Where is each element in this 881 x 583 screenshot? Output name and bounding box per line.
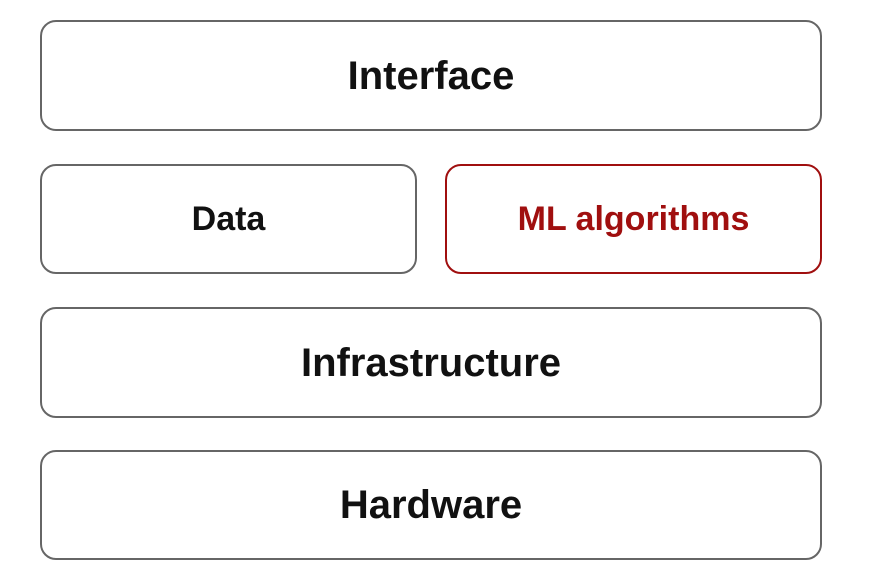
ml-algorithms-layer-label: ML algorithms: [517, 200, 750, 238]
hardware-layer-box: Hardware: [40, 450, 822, 560]
data-layer-label: Data: [191, 200, 266, 238]
infrastructure-layer-box: Infrastructure: [40, 307, 822, 418]
interface-layer-box: Interface: [40, 20, 822, 131]
data-layer-box: Data: [40, 164, 417, 274]
interface-layer-label: Interface: [347, 53, 515, 98]
infrastructure-layer-label: Infrastructure: [300, 340, 562, 385]
ml-algorithms-layer-box: ML algorithms: [445, 164, 822, 274]
hardware-layer-label: Hardware: [339, 483, 523, 527]
